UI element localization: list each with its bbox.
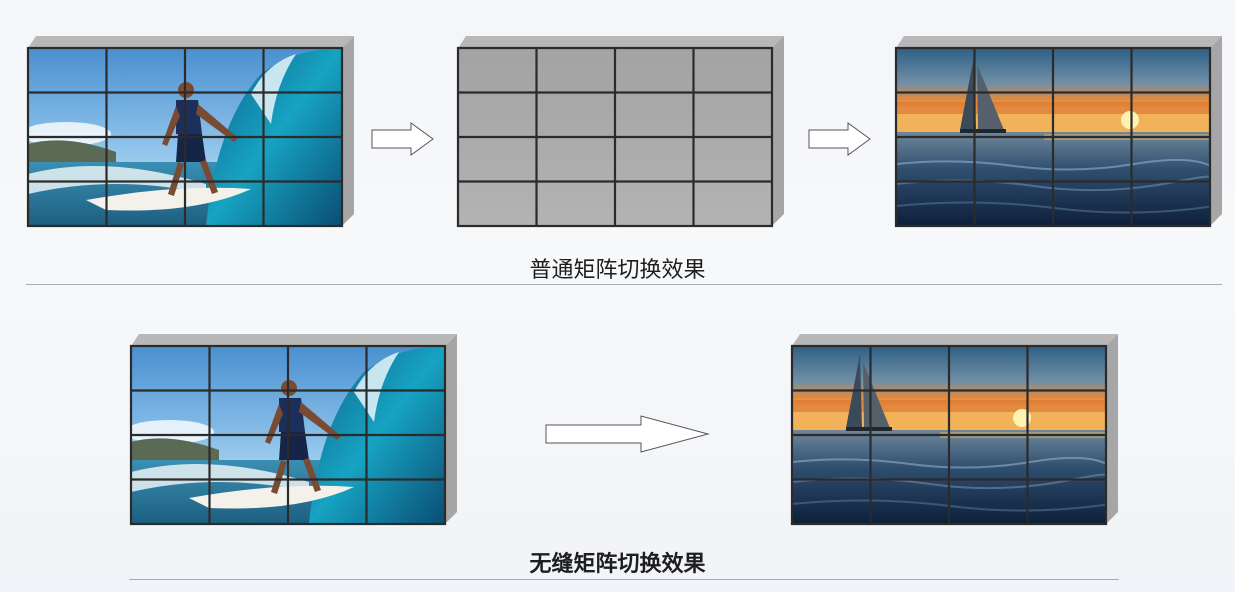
caption-seamless-matrix: 无缝矩阵切换效果 (529, 552, 706, 577)
video-wall-after-normal (894, 34, 1224, 228)
video-wall-before-normal (26, 34, 356, 228)
section-divider (129, 579, 1119, 580)
section-divider (26, 284, 1222, 285)
video-wall-blank (456, 34, 786, 228)
arrow-right-icon (545, 414, 711, 458)
video-wall-before-seamless (129, 332, 459, 526)
video-wall-after-seamless (790, 332, 1120, 526)
arrow-right-icon (808, 122, 872, 160)
caption-normal-matrix: 普通矩阵切换效果 (529, 258, 706, 283)
arrow-right-icon (371, 122, 435, 160)
